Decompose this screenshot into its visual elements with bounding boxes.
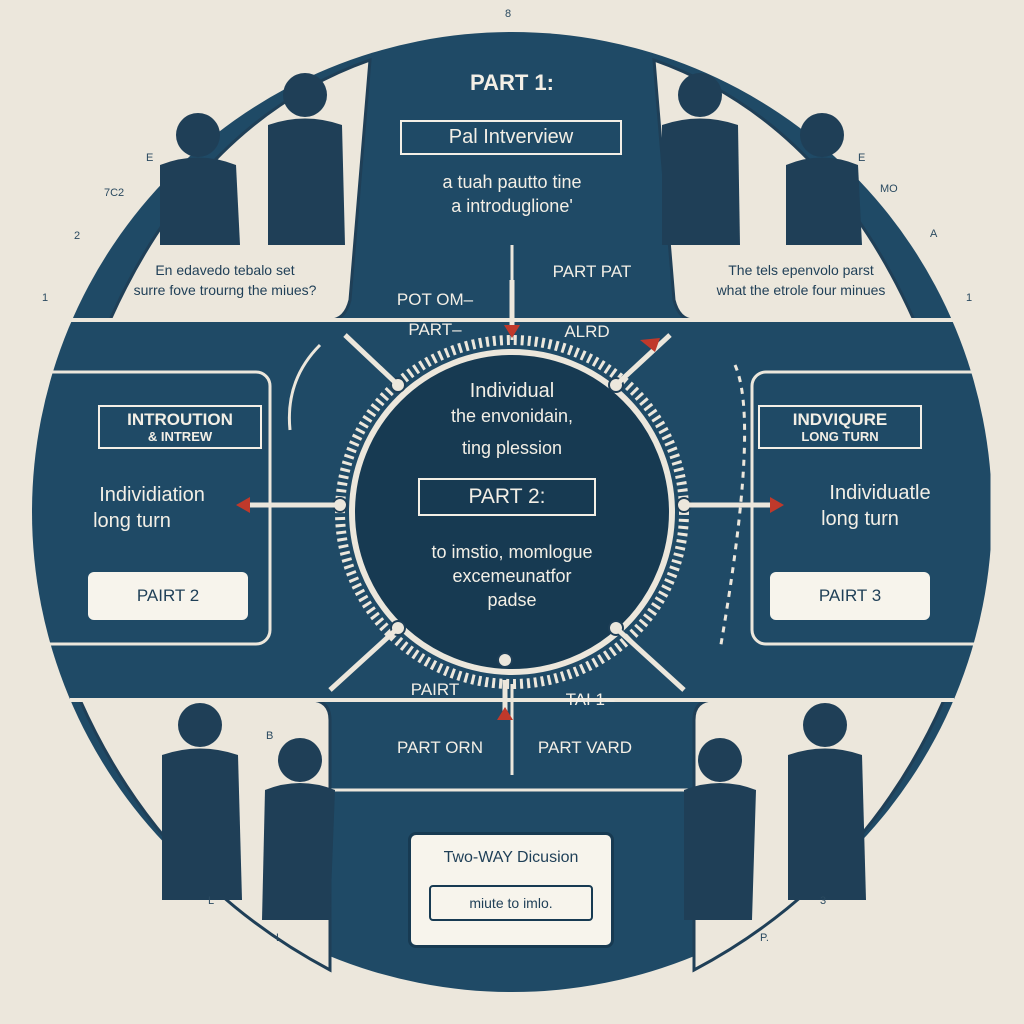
arrows	[250, 280, 770, 720]
right-text-line2: long turn	[821, 508, 899, 530]
top-title-box: Pal Intverview	[400, 120, 622, 155]
part-2-button[interactable]: PAIRT 2	[88, 572, 248, 620]
margin-mark: L	[208, 895, 215, 907]
top-title: PART 1:	[470, 70, 554, 95]
bottom-box: Two-WAY Dicusion miute to imlo.	[408, 832, 614, 948]
upper-right-label1: PART PAT	[552, 262, 632, 281]
margin-mark: 3	[820, 895, 827, 907]
center-line3: ting plession	[461, 438, 563, 458]
top-left-note-line2: surre fove trourng the miues?	[133, 282, 317, 298]
people-figures	[160, 73, 866, 920]
margin-mark: E	[146, 152, 154, 164]
margin-mark: P.	[760, 932, 769, 944]
margin-mark: 1	[42, 292, 49, 304]
margin-mark: 7C2	[104, 187, 125, 199]
left-panel-frame	[28, 370, 272, 646]
top-right-note-line2: what the etrole four minues	[716, 282, 886, 298]
top-text-line2: a introduglione'	[451, 196, 573, 216]
right-text-line1: Individuatle	[829, 482, 931, 504]
upper-left-label1: POT OM–	[396, 290, 474, 309]
margin-mark: L	[276, 932, 283, 944]
margin-mark: 2	[74, 230, 81, 242]
lower-left-label2: PART ORN	[397, 738, 483, 757]
margin-mark: 8	[505, 8, 512, 20]
center-title-box: PART 2:	[418, 478, 596, 517]
right-panel-box: INDVIQURE LONG TURN	[758, 405, 922, 450]
left-text-line2: long turn	[93, 510, 171, 532]
arrow-heads	[236, 325, 784, 720]
left-text-line1: Individiation	[99, 484, 205, 506]
top-left-note-line1: En edavedo tebalo set	[155, 262, 295, 278]
margin-mark: B	[266, 730, 274, 742]
center-line4: to imstio, momlogue	[431, 542, 593, 562]
lower-right-label1: TAI 1–	[565, 690, 615, 709]
center-line1: Individual	[469, 380, 555, 402]
center-line5: excemeunatfor	[452, 566, 572, 586]
right-panel-frame	[750, 370, 994, 646]
left-box-line2: & INTREW	[147, 428, 213, 444]
upper-left-label2: PART–	[408, 320, 462, 339]
inner-circle	[349, 349, 675, 675]
center-line2: the envonidain,	[450, 406, 574, 426]
top-text-line1: a tuah pautto tine	[442, 172, 582, 192]
margin-mark: MO	[880, 183, 898, 195]
part-3-button[interactable]: PAIRT 3	[770, 572, 930, 620]
bottom-box-line1: Two-WAY Dicusion	[443, 849, 579, 866]
lower-right-label2: PART VARD	[537, 738, 633, 757]
right-box-line1: INDVIQURE	[792, 410, 888, 429]
left-box-line1: INTROUTION	[127, 410, 233, 429]
margin-mark: E	[858, 152, 866, 164]
lower-left-label1: PAIRT	[410, 680, 460, 699]
upper-right-label2: ALRD	[564, 322, 610, 341]
center-line6: padse	[487, 590, 537, 610]
right-box-line2: LONG TURN	[801, 428, 879, 444]
margin-mark: A	[930, 228, 938, 240]
margin-mark: 1	[966, 292, 973, 304]
bottom-box-line2: miute to imlo.	[429, 885, 593, 922]
top-right-note-line1: The tels epenvolo parst	[728, 262, 874, 278]
left-panel-box: INTROUTION & INTREW	[98, 405, 262, 450]
